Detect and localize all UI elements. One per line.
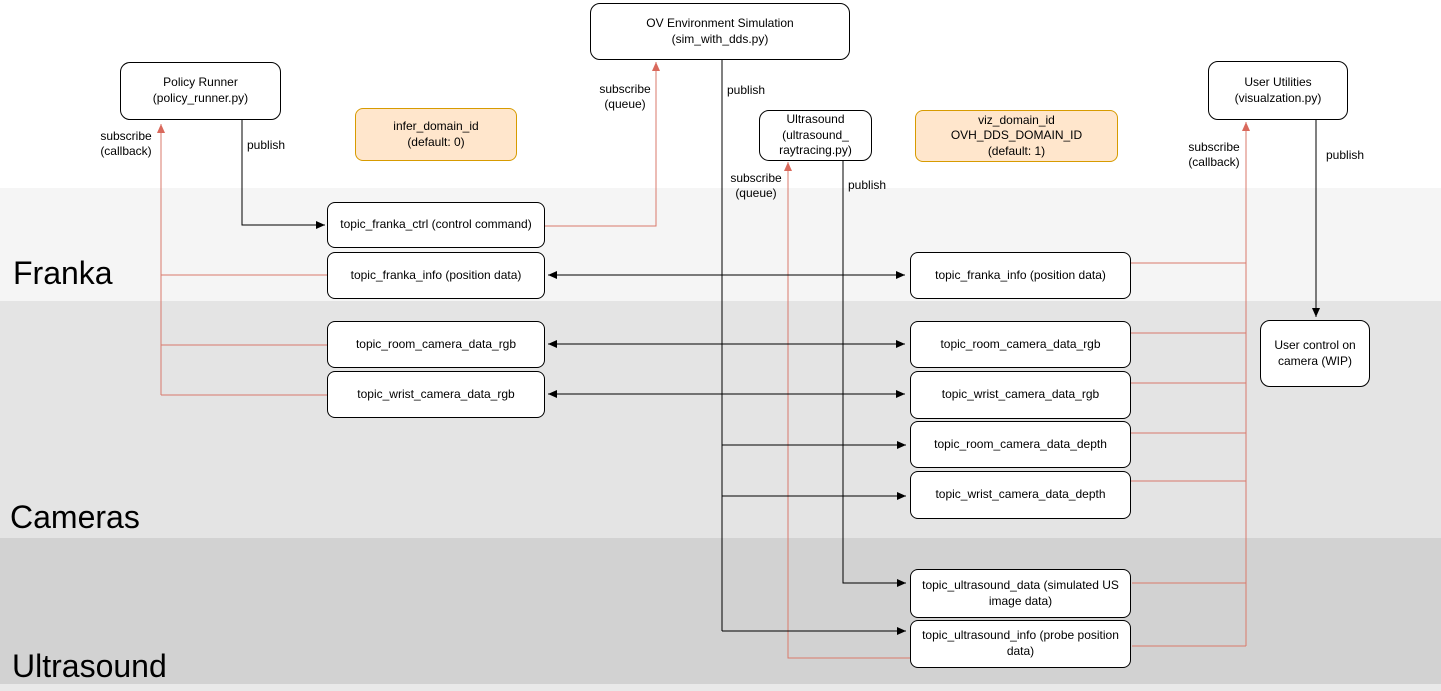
edge-subscribe-ultrasound-info-to-ultrasound [784,162,910,659]
topic-room-camera-rgb-right: topic_room_camera_data_rgb [910,321,1131,368]
node-ov-environment-simulation: OV Environment Simulation (sim_with_dds.… [590,3,850,60]
node-user-control-on-camera: User control on camera (WIP) [1260,320,1370,387]
node-title: OV Environment Simulation [646,15,794,30]
node-subtitle: (visualzation.py) [1234,90,1322,105]
topic-wrist-camera-depth-right: topic_wrist_camera_data_depth [910,471,1131,519]
node-ultrasound: Ultrasound (ultrasound_ raytracing.py) [759,110,872,161]
node-subtitle: raytracing.py) [779,143,852,158]
edge-label-publish-ultrasound: publish [848,178,887,192]
topic-wrist-camera-rgb-right: topic_wrist_camera_data_rgb [910,371,1131,419]
edge-label-publish-ov: publish [727,83,766,97]
node-title: Policy Runner [163,75,238,90]
node-title: infer_domain_id [393,118,479,133]
edge-publish-policy-runner-to-franka-ctrl [241,120,325,229]
topic-room-camera-depth-right: topic_room_camera_data_depth [910,421,1131,468]
node-user-utilities: User Utilities (visualzation.py) [1208,61,1348,120]
node-title: User Utilities [1244,74,1312,89]
edge-publish-ultrasound-to-ultrasound-data [842,160,906,587]
band-franka [0,188,1441,301]
topic-room-camera-rgb-left: topic_room_camera_data_rgb [327,321,545,368]
node-line: OVH_DDS_DOMAIN_ID [950,128,1083,143]
highlight-infer-domain-id: infer_domain_id (default: 0) [355,108,517,161]
edge-label-publish-viz: publish [1326,148,1365,162]
edge-label-subscribe-queue-ov: subscribe (queue) [599,82,651,111]
node-subtitle: (default: 0) [407,134,465,149]
node-title: viz_domain_id [978,112,1055,127]
edge-label-subscribe-callback-viz: subscribe (callback) [1188,140,1240,169]
topic-wrist-camera-rgb-left: topic_wrist_camera_data_rgb [327,371,545,418]
edge-subscribe-topics-to-policy-runner [157,124,327,396]
topic-franka-info-right: topic_franka_info (position data) [910,252,1131,299]
edge-subscribe-franka-ctrl-to-ov-sim [545,62,660,227]
node-subtitle: (ultrasound_ [782,127,849,142]
topic-franka-info-left: topic_franka_info (position data) [327,252,545,299]
band-label-franka: Franka [13,255,113,291]
band-footer [0,684,1441,691]
highlight-viz-domain-id: viz_domain_id OVH_DDS_DOMAIN_ID (default… [915,110,1118,162]
edge-label-subscribe-queue-ultrasound: subscribe (queue) [730,171,782,200]
node-policy-runner: Policy Runner (policy_runner.py) [120,62,281,120]
node-title: User control on camera (WIP) [1274,337,1356,368]
topic-ultrasound-info: topic_ultrasound_info (probe position da… [910,620,1131,668]
band-label-cameras: Cameras [10,499,140,535]
node-subtitle: (policy_runner.py) [152,91,249,105]
edge-label-publish-policy: publish [247,138,286,152]
node-line: (default: 1) [987,143,1046,158]
topic-franka-ctrl-left: topic_franka_ctrl (control command) [327,202,545,248]
node-title: Ultrasound [786,112,845,127]
band-label-ultrasound: Ultrasound [12,648,167,684]
edge-label-subscribe-callback-policy: subscribe (callback) [100,129,152,158]
band-ultrasound [0,538,1441,684]
edge-subscribe-topics-to-user-utilities [1131,122,1250,647]
node-subtitle: (sim_with_dds.py) [671,31,769,46]
topic-ultrasound-data: topic_ultrasound_data (simulated US imag… [910,569,1131,618]
